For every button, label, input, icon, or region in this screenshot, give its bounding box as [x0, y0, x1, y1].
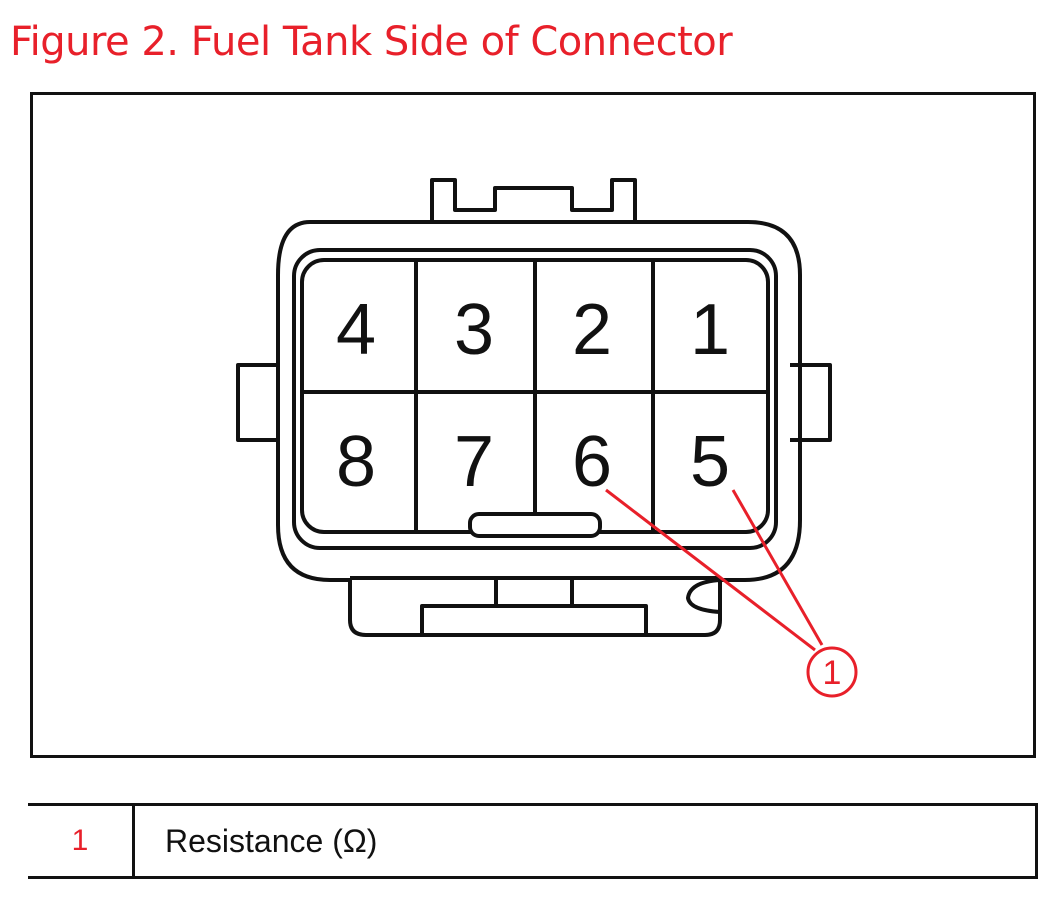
connector-latch [430, 178, 637, 222]
connector-inner-rim [292, 248, 778, 550]
connector-housing-outer [276, 220, 802, 637]
pin-label-3: 3 [454, 290, 494, 370]
pin-label-6: 6 [572, 422, 612, 502]
pin-label-8: 8 [336, 422, 376, 502]
legend-table: 1 Resistance (Ω) [28, 803, 1038, 879]
legend-number: 1 [28, 803, 135, 879]
pin-label-7: 7 [454, 422, 494, 502]
connector-key [468, 512, 602, 538]
pin-label-1: 1 [690, 290, 730, 370]
callout-label: 1 [823, 654, 842, 692]
legend-description: Resistance (Ω) [133, 803, 1038, 879]
connector-bottom-slot [420, 604, 648, 635]
connector-left-tab [236, 363, 278, 442]
connector-bottom-recess [686, 578, 721, 614]
connector-right-tab [790, 363, 832, 442]
pin-label-2: 2 [572, 290, 612, 370]
figure-title: Figure 2. Fuel Tank Side of Connector [10, 19, 733, 65]
callout-leader-pin-5 [731, 489, 824, 646]
callout-bubble [806, 646, 858, 698]
pin-label-4: 4 [336, 290, 376, 370]
callout-leader-pin-6 [605, 488, 816, 652]
pin-label-5: 5 [690, 422, 730, 502]
legend-row: 1 Resistance (Ω) [28, 803, 1038, 879]
